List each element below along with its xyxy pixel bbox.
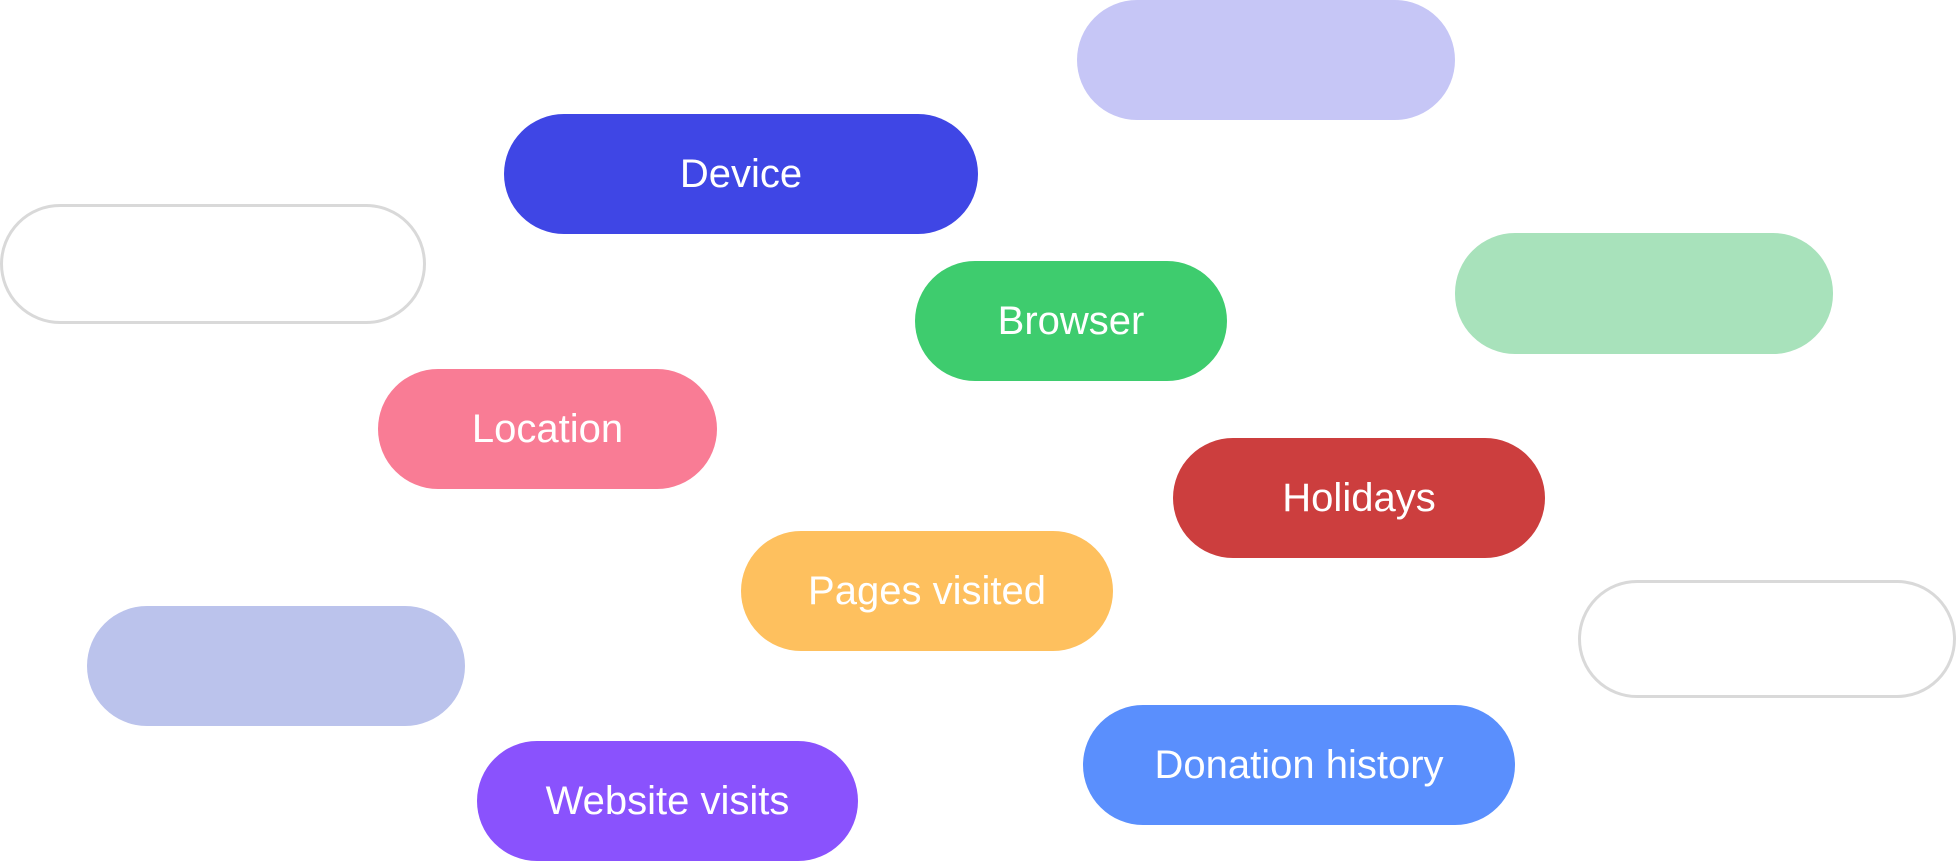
tag-label: Holidays — [1282, 475, 1436, 520]
blank-pill-periwinkle — [87, 606, 465, 726]
tag-label: Location — [471, 406, 624, 451]
tag-pill-device: Device — [504, 114, 978, 234]
tag-pill-holidays: Holidays — [1173, 438, 1545, 558]
tag-pill-donation-history: Donation history — [1083, 705, 1515, 825]
tag-label: Donation history — [1154, 742, 1444, 787]
tag-pill-pages-visited: Pages visited — [741, 531, 1113, 651]
tag-pill-location: Location — [378, 369, 717, 489]
tag-label: Browser — [997, 298, 1145, 343]
tag-pill-browser: Browser — [915, 261, 1227, 381]
tag-label: Website visits — [545, 778, 790, 823]
blank-pill-lavender — [1077, 0, 1455, 120]
tag-pill-website-visits: Website visits — [477, 741, 858, 861]
blank-pill-outline-right — [1578, 580, 1956, 698]
tag-label: Pages visited — [808, 568, 1046, 613]
blank-pill-outline-left — [0, 204, 426, 324]
tag-label: Device — [679, 151, 803, 196]
blank-pill-mint — [1455, 233, 1833, 354]
